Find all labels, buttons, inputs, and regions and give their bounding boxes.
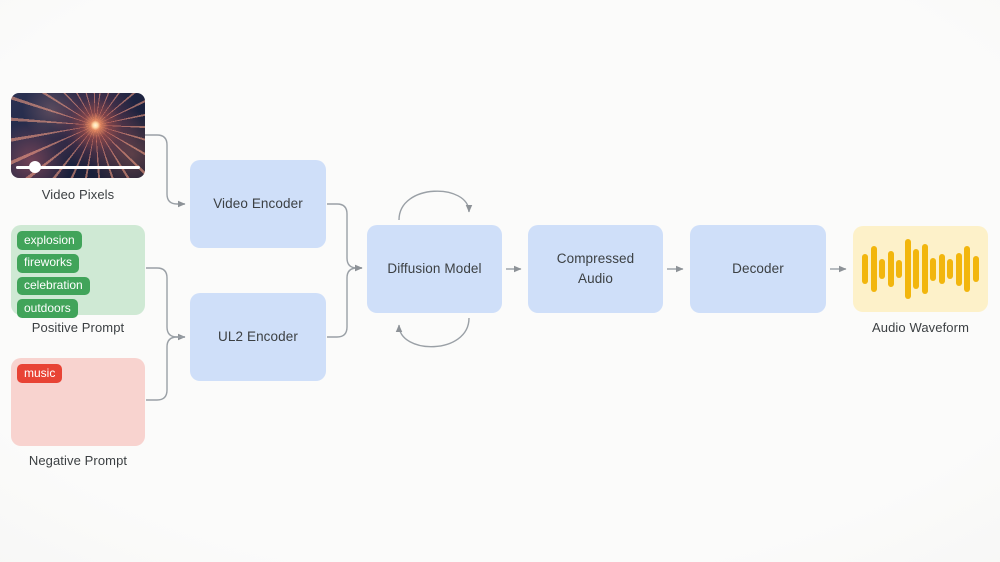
connector-ul2-to-diffusion [327, 264, 363, 338]
waveform-bar [955, 252, 962, 286]
waveform-bar [938, 254, 945, 284]
waveform-bar [972, 256, 979, 282]
waveform-bar [930, 257, 937, 281]
diffusion-model-node: Diffusion Model [367, 225, 502, 313]
ul2-encoder-label: UL2 Encoder [218, 329, 298, 345]
positive-prompt-caption: Positive Prompt [31, 320, 125, 335]
audio-waveform-node [853, 226, 988, 312]
waveform-bar [896, 260, 903, 278]
diffusion-loop-top-arc-icon [398, 190, 473, 221]
decoder-node: Decoder [690, 225, 826, 313]
waveform-bar [870, 246, 877, 292]
connector-video-encoder-to-diffusion [327, 203, 363, 272]
diffusion-model-label: Diffusion Model [387, 261, 482, 277]
video-encoder-node: Video Encoder [190, 160, 326, 248]
video-progress-bar [16, 165, 140, 169]
audio-waveform-icon [862, 237, 979, 301]
negative-prompt-caption: Negative Prompt [28, 453, 128, 468]
prompt-tag-music: music [17, 364, 63, 383]
audio-waveform-caption: Audio Waveform [871, 320, 969, 335]
prompt-tag-explosion: explosion [17, 231, 82, 250]
compressed-audio-node: Compressed Audio [528, 225, 663, 313]
video-encoder-label: Video Encoder [213, 196, 303, 212]
waveform-bar [887, 251, 894, 287]
video-progress-handle [29, 161, 42, 173]
connector-positive-to-ul2 [146, 267, 186, 341]
negative-prompt-box: music [11, 358, 145, 446]
waveform-bar [862, 254, 869, 284]
compressed-audio-label: Compressed Audio [556, 251, 635, 286]
connector-negative-to-ul2 [146, 336, 185, 401]
ul2-encoder-node: UL2 Encoder [190, 293, 326, 381]
prompt-tag-fireworks: fireworks [17, 253, 80, 273]
video-pixels-thumbnail [11, 93, 145, 178]
connector-video-to-video-encoder [145, 134, 186, 208]
waveform-bar [913, 249, 920, 289]
waveform-bar [964, 246, 971, 292]
waveform-bar [947, 259, 954, 279]
prompt-tag-outdoors: outdoors [17, 299, 78, 319]
diffusion-loop-bottom-arc-icon [395, 317, 470, 348]
waveform-bar [904, 239, 911, 299]
waveform-bar [921, 244, 928, 294]
video-pixels-caption: Video Pixels [41, 187, 115, 202]
prompt-tag-celebration: celebration [17, 276, 90, 296]
waveform-bar [879, 259, 886, 279]
positive-prompt-box: explosion fireworks celebration outdoors [11, 225, 145, 319]
decoder-label: Decoder [732, 261, 784, 277]
